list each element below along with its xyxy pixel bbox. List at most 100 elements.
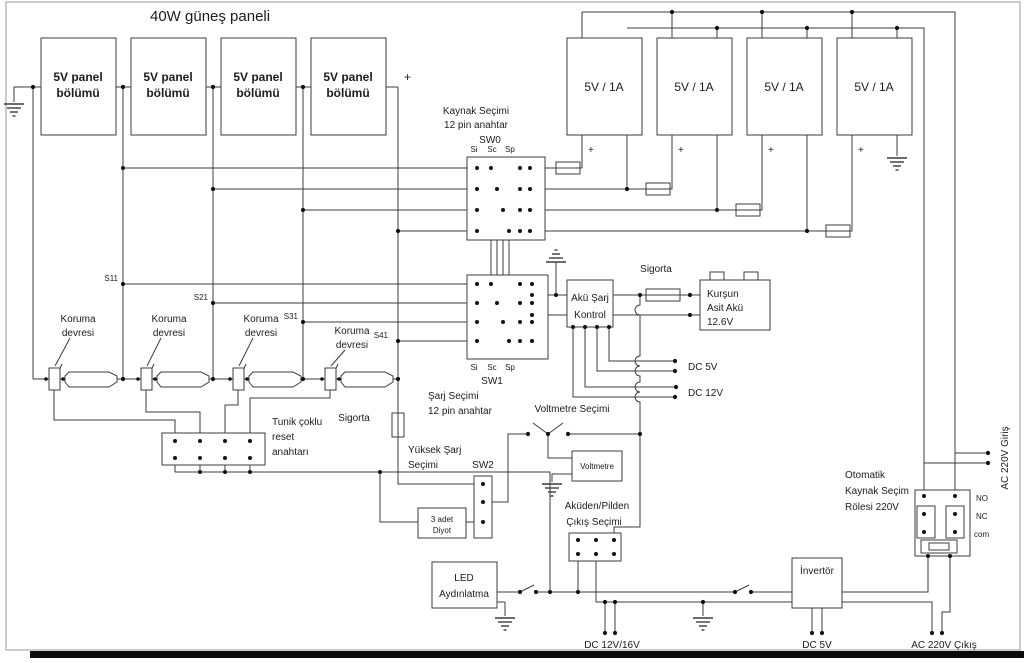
panel-label: 5V panel — [323, 70, 372, 84]
charge-control-box — [566, 279, 614, 328]
dc12v-output-label: DC 12V — [688, 388, 723, 399]
protection-label: devresi — [62, 328, 94, 339]
sw0-caption: Kaynak Seçimi — [443, 106, 509, 117]
battery-label: 12.6V — [707, 317, 733, 328]
cell-icon — [248, 371, 302, 388]
high-charge-label: Yüksek Şarj — [408, 445, 461, 456]
bottom-bar — [30, 651, 1024, 658]
charger-box-1 — [566, 37, 643, 136]
sw2-name: SW2 — [472, 460, 494, 471]
junction-dots — [30, 9, 991, 636]
plus-sign: + — [768, 145, 774, 156]
led-label: Aydınlatma — [439, 589, 489, 600]
fuse-label-left: Sigorta — [338, 413, 370, 424]
dc5v-output-label: DC 5V — [688, 362, 718, 373]
ground-icon — [886, 157, 908, 171]
ac220-out-label: AC 220V Çıkış — [911, 640, 977, 651]
cell-icon — [340, 371, 394, 388]
protection-switch-icon — [232, 367, 245, 391]
sw0-caption: 12 pin anahtar — [444, 120, 509, 131]
panel-label: bölümü — [236, 86, 279, 100]
battery-box — [699, 279, 771, 331]
charge-control-label: Akü Şarj — [571, 293, 609, 304]
relay-caption: Kaynak Seçim — [845, 486, 909, 497]
voltmeter-selector-label: Voltmetre Seçimi — [534, 404, 609, 415]
relay-pin-no: NO — [976, 494, 988, 503]
reset-switch-label: anahtarı — [272, 447, 309, 458]
panel-box-2 — [130, 37, 207, 136]
panel-label: 5V panel — [53, 70, 102, 84]
sw1-col-sc: Sc — [487, 363, 496, 372]
charge-control-label: Kontrol — [574, 310, 606, 321]
voltmeter-label: Voltmetre — [580, 462, 614, 471]
plus-sign: + — [404, 70, 411, 84]
protection-label: devresi — [153, 328, 185, 339]
ground-icons — [3, 103, 908, 631]
relay-pin-com: com — [974, 530, 989, 539]
relay-contact-icon — [945, 505, 965, 539]
relay-caption: Rölesi 220V — [845, 502, 899, 513]
panel-box-1 — [40, 37, 117, 136]
inverter: İnvertör — [791, 557, 843, 609]
sw0-switch: Kaynak Seçimi 12 pin anahtar SW0 Si Sc S… — [443, 106, 546, 241]
high-charge-label: Seçimi — [408, 460, 438, 471]
plus-sign: + — [588, 145, 594, 156]
plus-sign: + — [858, 145, 864, 156]
charge-controller: Akü Şarj Kontrol — [566, 279, 614, 328]
diode-label: Diyot — [433, 526, 452, 535]
protection-switch-icon — [140, 367, 153, 391]
reset-switch-box — [161, 432, 266, 466]
output-select-section: Aküden/Pilden Çıkış Seçimi — [565, 501, 630, 562]
high-charge-section: Yüksek Şarj Seçimi SW2 3 adet Diyot — [408, 445, 494, 539]
sw1-name: SW1 — [481, 376, 503, 387]
wire-label-s21: S21 — [194, 293, 209, 302]
panel-box-4 — [310, 37, 387, 136]
protection-label: devresi — [245, 328, 277, 339]
charger-label: 5V / 1A — [764, 80, 803, 94]
sw1-col-si: Si — [470, 363, 477, 372]
ground-icon — [494, 617, 516, 631]
wire-label-s11: S11 — [104, 274, 118, 283]
charger-label: 5V / 1A — [584, 80, 623, 94]
battery-label: Asit Akü — [707, 303, 743, 314]
sw0-col-si: Si — [470, 145, 477, 154]
panel-label: 5V panel — [233, 70, 282, 84]
panel-label: bölümü — [146, 86, 189, 100]
reset-switch-label: reset — [272, 432, 294, 443]
sw0-box — [466, 156, 546, 241]
page-title: 40W güneş paneli — [150, 8, 270, 25]
diode-label: 3 adet — [431, 515, 454, 524]
panel-box-3 — [220, 37, 297, 136]
output-select-label: Aküden/Pilden — [565, 501, 630, 512]
protection-label: Koruma — [151, 314, 186, 325]
battery-terminal — [743, 271, 759, 281]
led-lighting: LED Aydınlatma — [431, 561, 498, 609]
relay-coil-icon — [928, 542, 950, 551]
panel-label: bölümü — [326, 86, 369, 100]
dc5v-bottom-output-label: DC 5V — [802, 640, 832, 651]
dc12v16v-output-label: DC 12V/16V — [584, 640, 640, 651]
protection-label: devresi — [336, 340, 368, 351]
reset-switch: Tunik çoklu reset anahtarı — [161, 417, 322, 466]
relay-pin-nc: NC — [976, 512, 988, 521]
charger-label: 5V / 1A — [674, 80, 713, 94]
page-border — [5, 1, 1021, 651]
ground-icon — [692, 617, 714, 631]
relay-caption: Otomatik — [845, 470, 886, 481]
protection-switch-icon — [48, 367, 61, 391]
sw2-box — [473, 475, 493, 539]
led-box — [431, 561, 498, 609]
protection-label: Koruma — [243, 314, 278, 325]
cell-icon — [156, 371, 210, 388]
protection-circuits: Koruma devresi Koruma devresi Koruma dev… — [48, 274, 394, 391]
panel-label: bölümü — [56, 86, 99, 100]
sw0-name: SW0 — [479, 135, 501, 146]
reset-switch-label: Tunik çoklu — [272, 417, 322, 428]
source-select-relay: Otomatik Kaynak Seçim Rölesi 220V NO NC … — [845, 470, 989, 557]
sw1-box — [466, 274, 549, 360]
ground-icon — [541, 483, 563, 497]
plus-sign: + — [678, 145, 684, 156]
sw1-col-sp: Sp — [505, 363, 515, 372]
